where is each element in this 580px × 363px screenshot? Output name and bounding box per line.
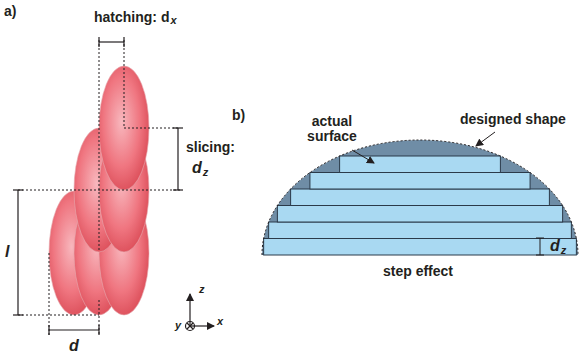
dimension-label: slicing: — [186, 140, 235, 154]
axis-label: x — [217, 316, 223, 327]
dimension-symbol: d — [69, 338, 79, 354]
layer-step — [269, 222, 572, 239]
axes — [186, 294, 215, 331]
dimension-brackets — [13, 37, 183, 335]
caption-label: step effect — [383, 264, 453, 278]
layer-step — [310, 173, 530, 190]
layer-step — [291, 189, 550, 206]
panel-label: b) — [232, 108, 245, 122]
dimension-symbol: d — [192, 160, 202, 176]
dimension-symbol: l — [5, 244, 9, 260]
layer-step — [277, 206, 562, 223]
layer-step — [264, 239, 577, 256]
axis-label: y — [175, 320, 181, 331]
dimension-symbol: d — [550, 238, 560, 254]
callout-label: actual surface — [300, 114, 364, 143]
callout-label: designed shape — [460, 112, 566, 126]
dimension-label: hatching: d — [94, 10, 169, 24]
step-dome — [262, 140, 578, 255]
axis-label: z — [199, 284, 205, 295]
dotted-guides — [18, 40, 180, 335]
layer-step — [340, 156, 501, 173]
subscript: x — [170, 15, 176, 26]
subscript: z — [561, 245, 567, 256]
leaders — [352, 132, 544, 255]
subscript: z — [203, 167, 209, 178]
panel-label: a) — [4, 4, 16, 18]
